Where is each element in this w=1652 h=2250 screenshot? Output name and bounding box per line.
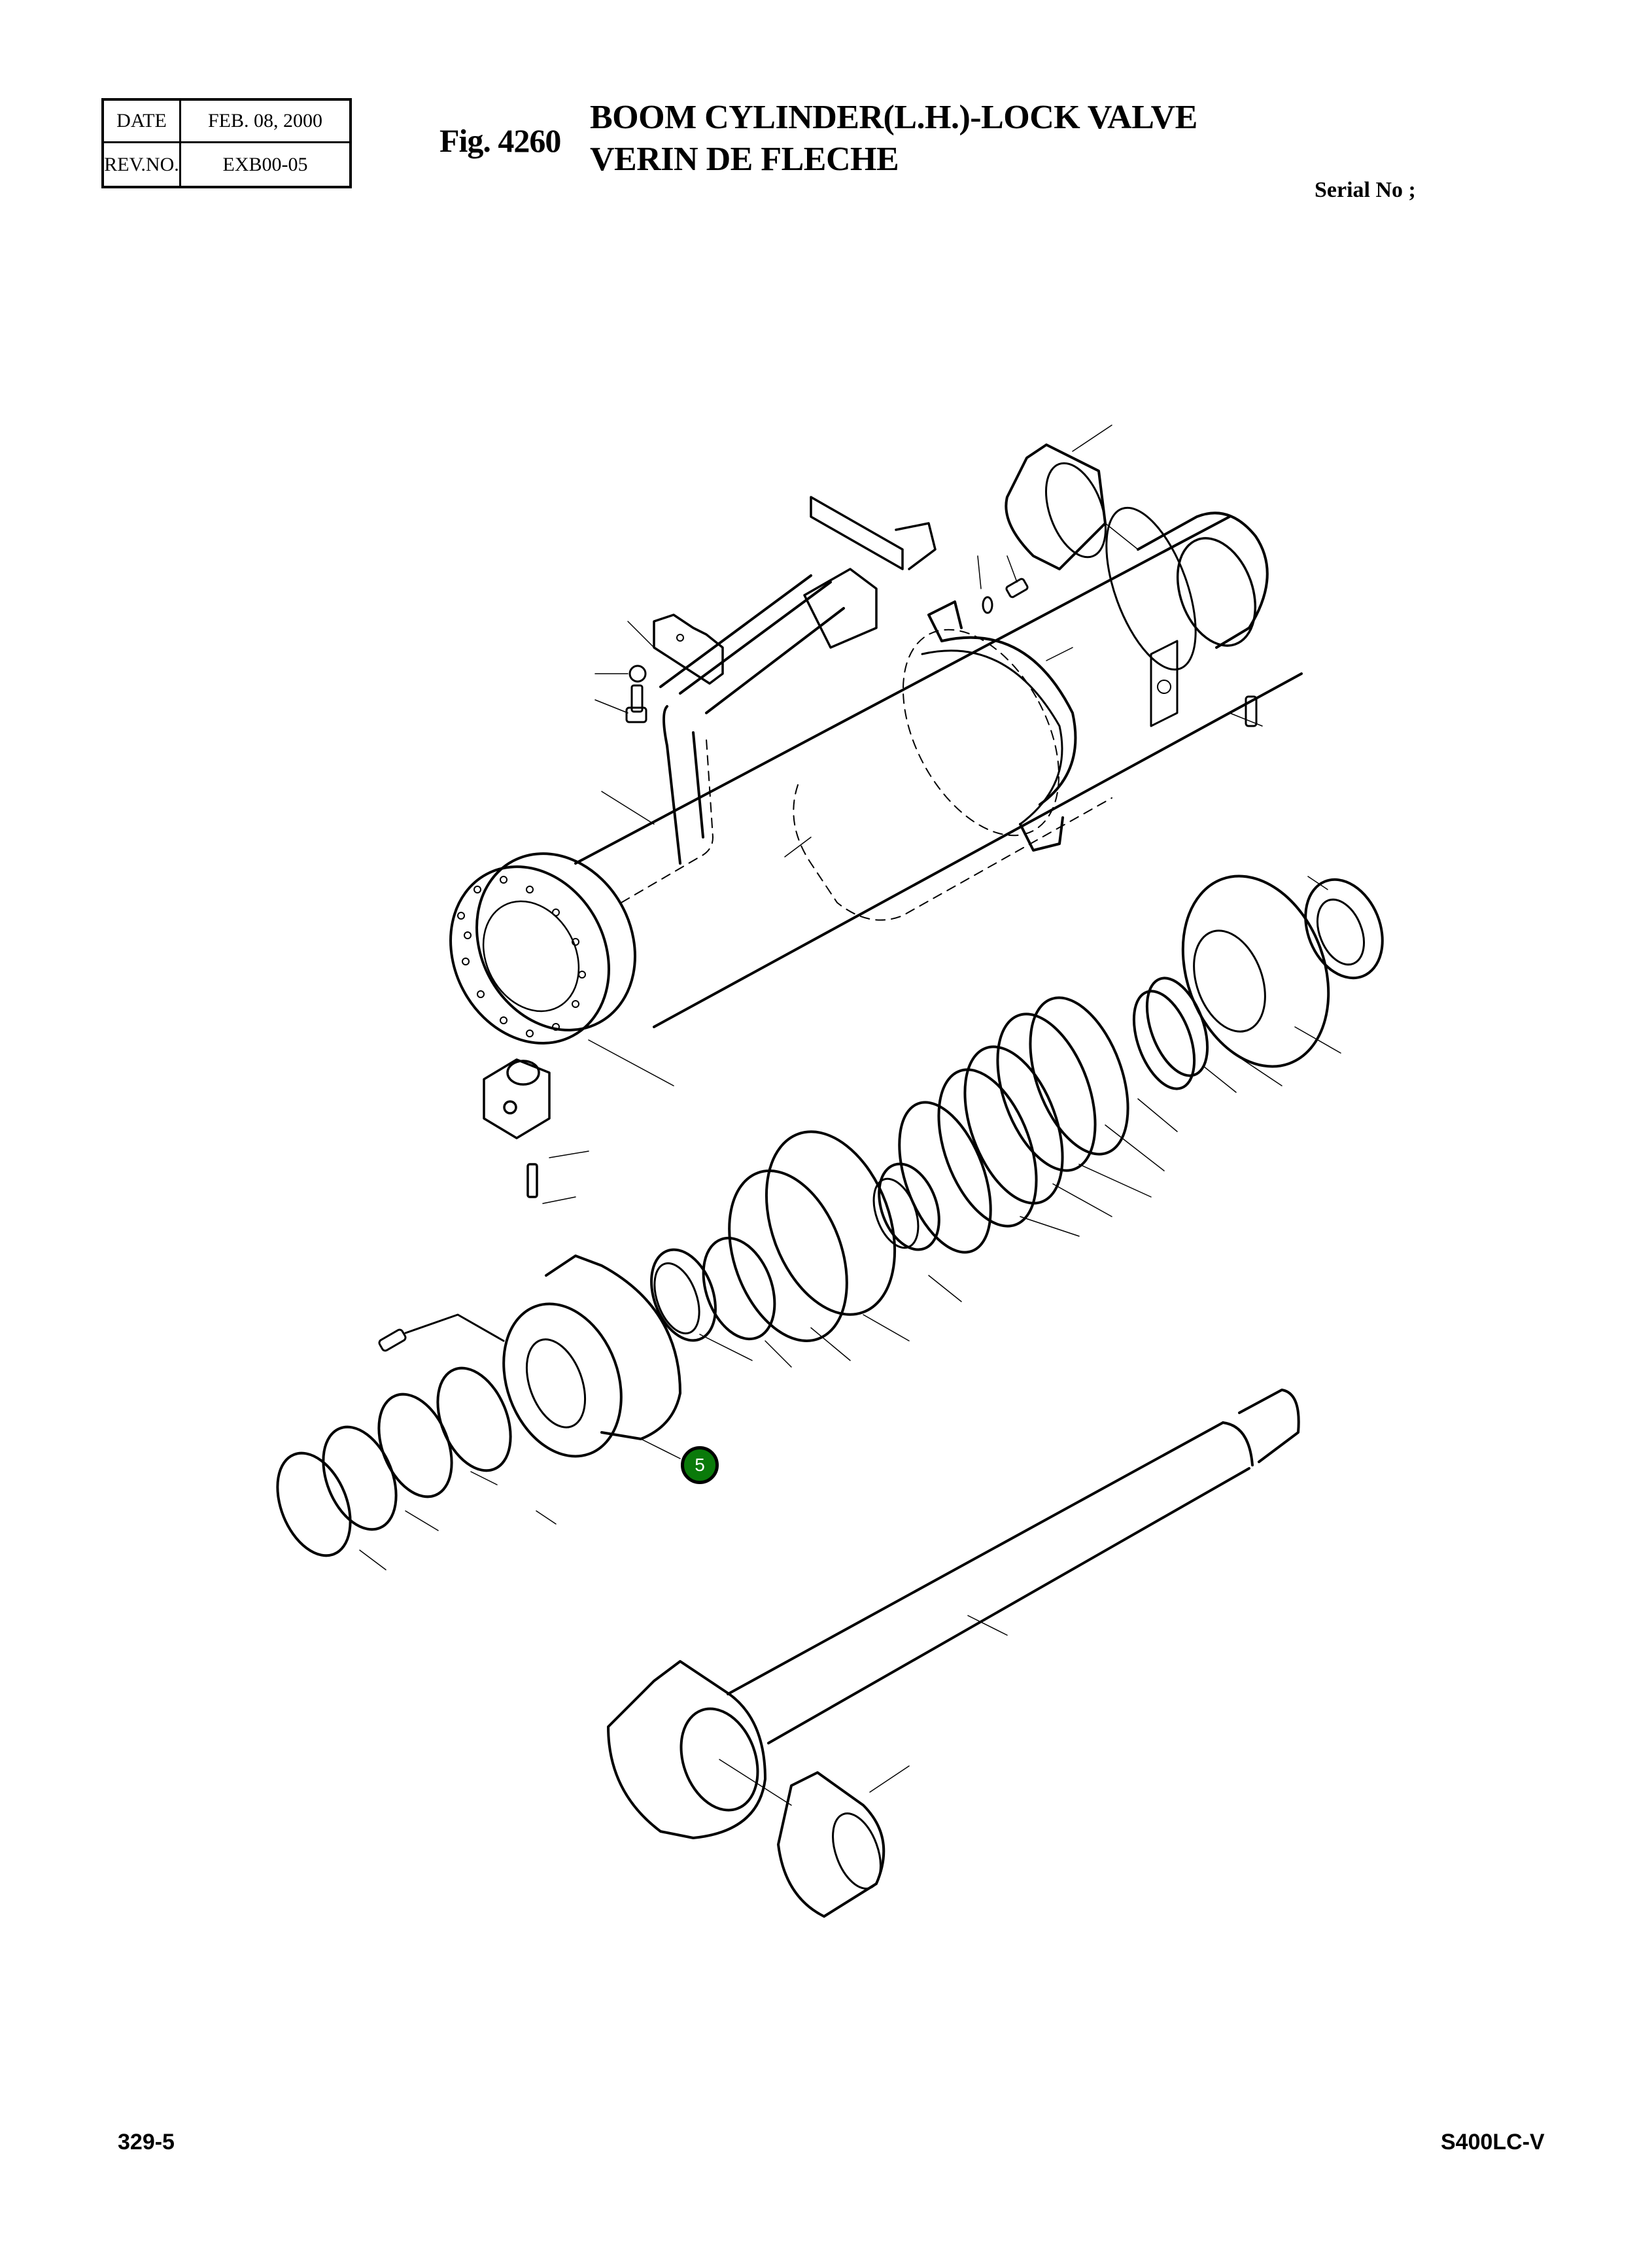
nut-bolt-left (625, 665, 647, 723)
page-title: BOOM CYLINDER(L.H.)-LOCK VALVE VERIN DE … (590, 97, 1197, 181)
title-french: VERIN DE FLECHE (590, 141, 899, 178)
piston-rod (607, 1389, 1300, 1918)
page-number: 329-5 (118, 2130, 175, 2155)
pipe-bracket (803, 496, 937, 649)
lock-valve-block (483, 1058, 551, 1198)
pipe-clamp (653, 614, 724, 685)
rod-cover (502, 1255, 681, 1458)
callout-label: 5 (695, 1455, 705, 1475)
serial-number-label: Serial No ; (1315, 178, 1416, 202)
cylinder-tube (449, 506, 1303, 1045)
rev-value: EXB00-05 (222, 153, 308, 175)
date-label: DATE (104, 101, 181, 143)
date-value: FEB. 08, 2000 (181, 101, 349, 143)
cap-screw (378, 1313, 505, 1352)
rev-label: REV.NO. (104, 143, 181, 186)
seal-rings (276, 874, 1384, 1557)
title-english: BOOM CYLINDER(L.H.)-LOCK VALVE (590, 99, 1197, 136)
model-number: S400LC-V (1441, 2130, 1545, 2155)
part-callout-5[interactable]: 5 (681, 1446, 719, 1484)
revision-table: DATE FEB. 08, 2000 REV.NO. EXB00-05 (101, 98, 352, 188)
grease-nipple (1245, 695, 1258, 727)
bushing-top (1005, 443, 1107, 570)
lock-valve-pipes (659, 574, 845, 865)
figure-number: Fig. 4260 (439, 122, 561, 159)
screw-top (982, 578, 1029, 614)
leader-lines (359, 424, 1341, 1806)
